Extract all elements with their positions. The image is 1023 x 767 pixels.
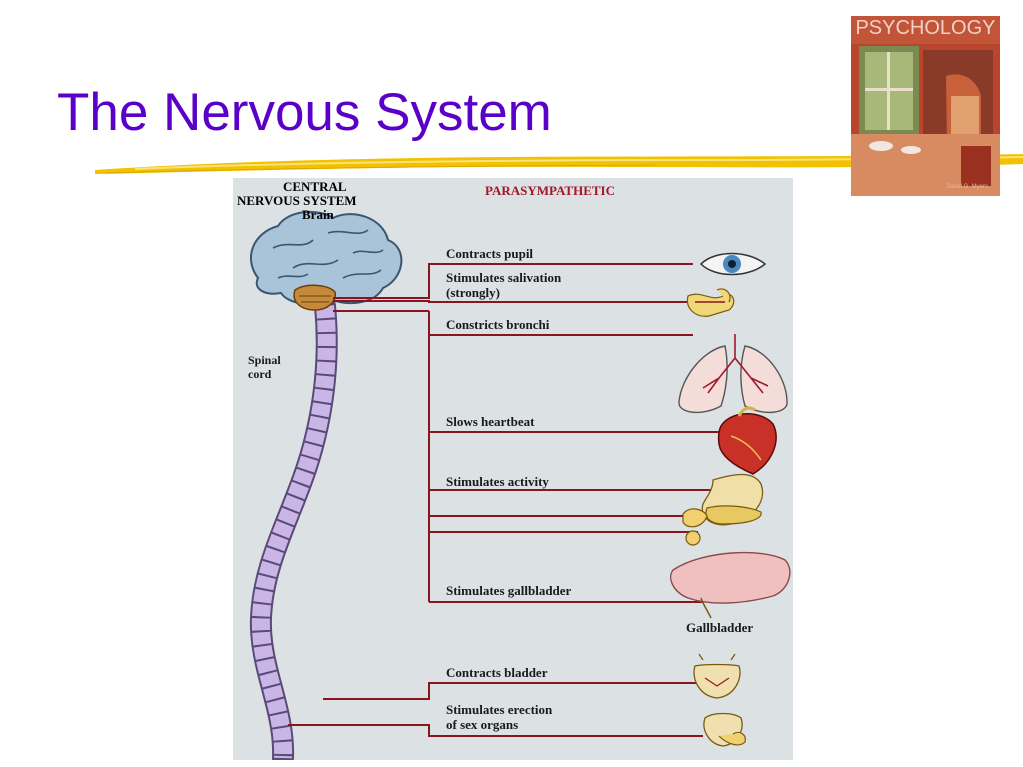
effect-label-bronchi: Constricts bronchi (446, 317, 550, 332)
effect-label-erection: Stimulates erection (446, 702, 553, 717)
eye-icon (699, 252, 767, 276)
spinal-label-line-2: cord (248, 367, 272, 381)
slide-title: The Nervous System (57, 83, 552, 142)
brain-illustration (249, 210, 403, 311)
effect-label-salivation-2: (strongly) (446, 285, 500, 300)
effect-label-erection-2: of sex organs (446, 717, 519, 732)
book-cover-title: PSYCHOLOGY (855, 17, 996, 39)
lungs-icon (678, 334, 788, 413)
effect-label-gallbladder: Stimulates gallbladder (446, 583, 572, 598)
gallbladder-label: Gallbladder (686, 620, 754, 635)
effect-label-activity: Stimulates activity (446, 474, 549, 489)
cns-heading-line-2: NERVOUS SYSTEM (237, 193, 357, 208)
salivary-gland-icon (686, 288, 735, 317)
effect-label-heartbeat: Slows heartbeat (446, 414, 535, 429)
bladder-icon (693, 653, 741, 699)
cns-heading-line-1: CENTRAL (283, 179, 347, 194)
spinal-cord (249, 295, 338, 760)
effect-label-bladder: Contracts bladder (446, 665, 548, 680)
heart-icon (717, 406, 777, 475)
nervous-system-diagram (249, 210, 791, 760)
parasympathetic-heading: PARASYMPATHETIC (485, 183, 615, 198)
effect-label-salivation: Stimulates salivation (446, 270, 562, 285)
cns-heading-line-3: Brain (302, 207, 334, 222)
spinal-label-line-1: Spinal (248, 353, 281, 367)
sex-organs-icon (703, 712, 746, 747)
book-cover-author: David G. Myers (946, 184, 988, 190)
liver-icon (670, 551, 791, 619)
effect-label-pupil: Contracts pupil (446, 246, 534, 261)
book-cover-image: PSYCHOLOGY David G. Myers (851, 16, 1000, 196)
nerve-pathways (288, 263, 738, 737)
stomach-pancreas-icon (682, 473, 764, 546)
